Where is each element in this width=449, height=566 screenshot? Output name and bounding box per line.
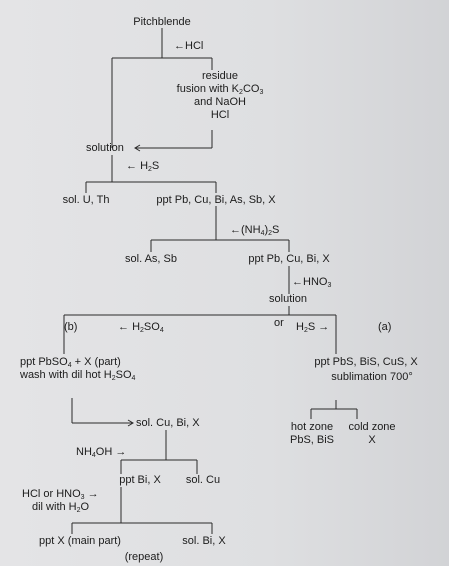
node-residue-fusion: residue fusion with K2CO3 and NaOH HCl [160, 70, 280, 122]
cold-zone-content: X [368, 434, 376, 446]
dil-h2o-line: dil with H2O [32, 501, 90, 514]
reagent-nh4oh: NH4OH → [76, 446, 127, 459]
or-label: or [274, 317, 284, 329]
hcl-or-hno3-line: HCl or HNO3 → [22, 488, 99, 501]
residue-label: residue [201, 70, 239, 82]
reagent-arrow: ← [126, 160, 137, 172]
reagent-nh4-2s: ←(NH4)2S [230, 224, 280, 237]
node-sol-cu-bi-x: sol. Cu, Bi, X [136, 417, 200, 429]
reagent-hcl: ←HCl [174, 40, 203, 53]
reagent-arrow-right: → [318, 321, 330, 333]
reagent-arrow: ← [292, 276, 303, 288]
ppt-pbso4-line: ppt PbSO4 + X (part) [20, 356, 121, 369]
node-sol-as-sb: sol. As, Sb [125, 253, 177, 265]
hot-zone-title: hot zone [290, 421, 334, 433]
fusion-line-3: HCl [210, 109, 230, 121]
node-ppt-sulfides: ppt PbS, BiS, CuS, X [314, 356, 418, 368]
node-cold-zone: cold zone X [337, 421, 407, 447]
fusion-line-2: and NaOH [194, 96, 246, 108]
reagent-arrow-right: → [87, 488, 99, 500]
reagent-h2s-1: ← H2S [126, 160, 160, 173]
node-hot-zone: hot zone PbS, BiS [277, 421, 347, 447]
node-solution-1: solution [86, 142, 124, 154]
reagent-arrow: ← [174, 40, 185, 52]
reagent-arrow-right: → [115, 446, 127, 458]
hot-zone-content: PbS, BiS [289, 434, 335, 446]
node-sol-bi-x: sol. Bi, X [182, 535, 226, 547]
node-ppt-pbso4: ppt PbSO4 + X (part) wash with dil hot H… [20, 356, 180, 382]
node-ppt-x-main: ppt X (main part) [39, 535, 121, 547]
node-ppt-bi-x: ppt Bi, X [119, 474, 161, 486]
reagent-hcl-label: HCl [185, 40, 204, 52]
reagent-hno3: ←HNO3 [292, 276, 332, 289]
node-ppt-pb-cu-bi-as-sb-x: ppt Pb, Cu, Bi, As, Sb, X [156, 194, 276, 206]
cold-zone-title: cold zone [348, 421, 396, 433]
branch-a-label: (a) [378, 321, 392, 333]
node-sol-u-th: sol. U, Th [62, 194, 110, 206]
reagent-h2so4: ← H2SO4 [118, 321, 164, 334]
arrowhead [127, 419, 134, 427]
node-sublimation: sublimation 700° [331, 371, 413, 383]
reagent-arrow: ← [230, 224, 241, 236]
reagent-hcl-or-hno3: HCl or HNO3 → dil with H2O [22, 488, 132, 514]
branch-b-label: (b) [64, 321, 78, 333]
repeat-label: (repeat) [124, 551, 164, 563]
fusion-line-1: fusion with K2CO3 [176, 83, 264, 96]
node-solution-2: solution [269, 293, 307, 305]
node-ppt-pb-cu-bi-x: ppt Pb, Cu, Bi, X [248, 253, 330, 265]
reagent-h2s-2: H2S → [296, 321, 330, 334]
wash-line: wash with dil hot H2SO4 [20, 369, 136, 382]
reagent-arrow: ← [118, 321, 129, 333]
node-pitchblende: Pitchblende [133, 16, 191, 28]
arrowhead [134, 144, 141, 152]
node-sol-cu: sol. Cu [185, 474, 221, 486]
